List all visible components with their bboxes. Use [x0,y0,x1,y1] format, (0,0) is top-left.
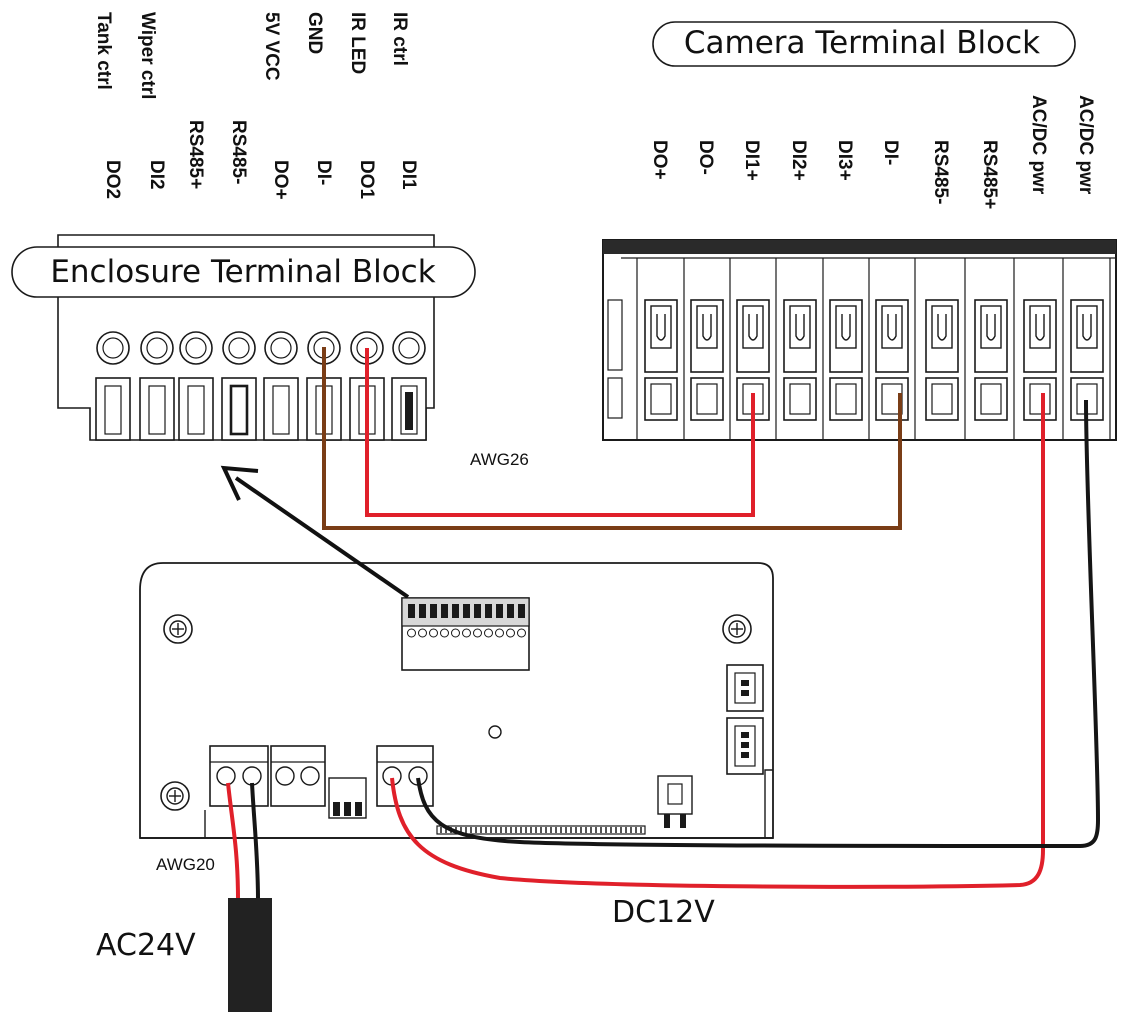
board-side-connector [726,664,764,775]
enclosure-pin-signal-label: DI1 [398,160,419,190]
screw-icon [163,614,193,644]
mounting-hole [488,725,502,739]
control-board [139,562,774,839]
enclosure-pin-function-label: Wiper ctrl [137,12,158,99]
enclosure-title-frame [11,246,476,298]
wire-red-ac24v [226,782,240,901]
camera-title: Camera Terminal Block [684,25,1040,61]
camera-terminal-block: Camera Terminal Block [602,21,1117,441]
wire-red-dc12v [390,393,1045,889]
enclosure-pin-signal-label: DI- [313,160,334,185]
enclosure-pin-function-label: 5V VCC [261,12,282,81]
wire-black-dc12v [416,399,1101,849]
wire-red-ir-led [365,348,755,517]
screw-icon [722,614,752,644]
board-edge-connector [436,825,646,835]
enclosure-terminal-block: Enclosure Terminal Block [11,234,476,441]
enclosure-pin-function-label: IR LED [347,12,368,74]
camera-pin-label: DO+ [649,140,670,180]
ac24v-label: AC24V [96,928,196,963]
enclosure-pin-function-label: IR ctrl [389,12,410,66]
enclosure-pin-signal-label: DI2 [146,160,167,190]
board-switch-component [657,775,693,828]
enclosure-pin-signal-label: RS485- [228,120,249,184]
camera-pin-slots [636,258,1111,440]
wire-black-ac24v [250,782,260,901]
awg20-label: AWG20 [156,855,215,874]
enclosure-pin-signal-label: DO2 [102,160,123,199]
camera-title-frame [652,21,1076,67]
camera-pin-label: AC/DC pwr [1075,95,1096,195]
awg26-label: AWG26 [470,450,529,469]
camera-pin-label: RS485+ [979,140,1000,209]
camera-pin-label: DI3+ [834,140,855,181]
ac24v-input-terminal [209,745,269,807]
wires [226,347,1101,901]
enclosure-pin-signal-label: DO1 [356,160,377,200]
enclosure-pin-function-label: Tank ctrl [93,12,114,90]
camera-pin-label: DI- [880,140,901,165]
ac24v-plug [228,898,272,1012]
arrow-icon [220,465,410,599]
enclosure-pin-signal-label: RS485+ [185,120,206,189]
wire-brown-gnd [322,347,902,530]
camera-pin-label: DO- [695,140,716,175]
screw-icon [160,781,190,811]
enclosure-title: Enclosure Terminal Block [50,254,435,290]
dc12v-output-terminal [376,745,434,807]
enclosure-pin-function-label: GND [304,12,325,54]
camera-pin-labels: DO+ DO- DI1+ DI2+ DI3+ DI- RS485- RS485+ AC/DC p… [649,95,1096,209]
board-small-connector [328,777,367,819]
enclosure-pin-signal-label: DO+ [270,160,291,200]
camera-pin-label: DI2+ [788,140,809,181]
board-screw-terminal [270,745,326,807]
camera-pin-label: DI1+ [741,140,762,181]
camera-pin-label: RS485- [930,140,951,204]
board-pin-header [401,597,530,671]
dc12v-label: DC12V [612,895,715,930]
camera-pin-label: AC/DC pwr [1028,95,1049,195]
